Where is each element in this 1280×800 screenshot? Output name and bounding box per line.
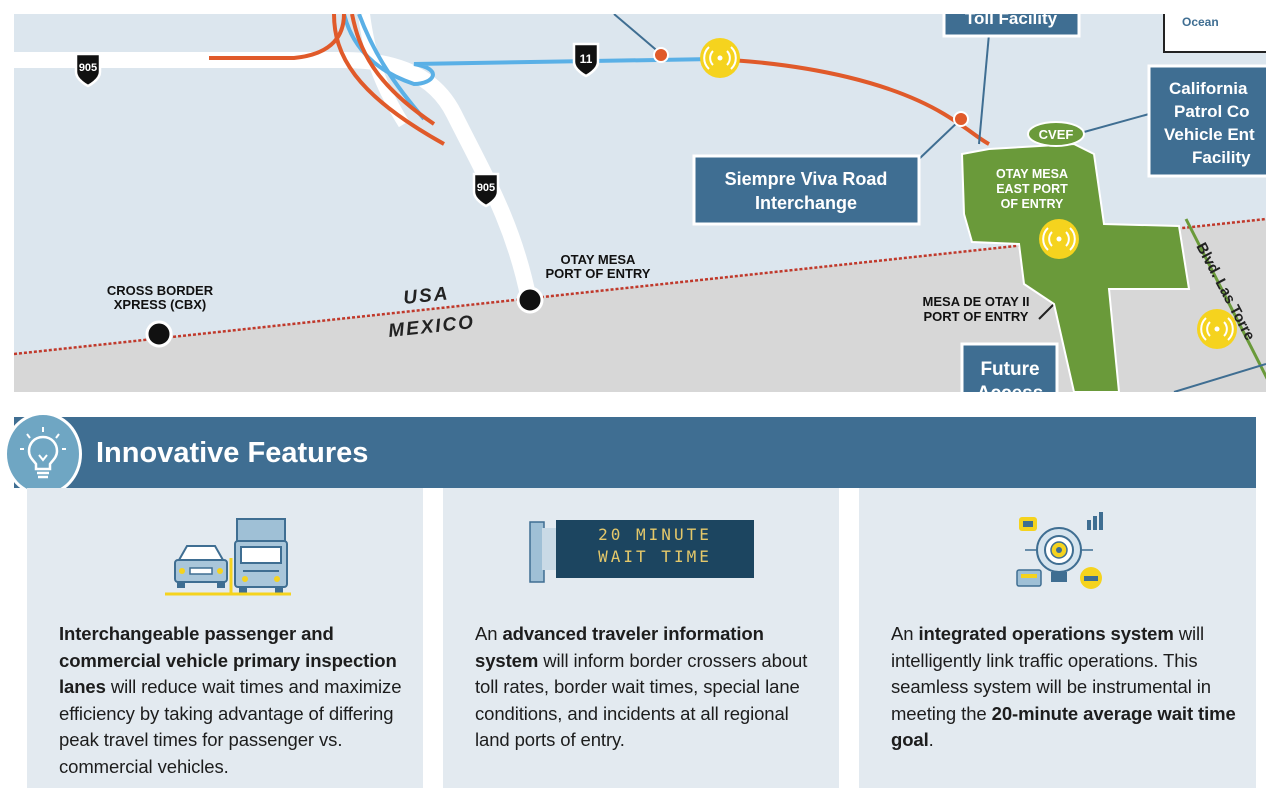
border-map: Ocean Toll Facility California Patrol Co… (14, 14, 1266, 392)
siempre-viva-box (692, 154, 921, 226)
section-banner: Innovative Features (14, 417, 1256, 488)
feature-bold-text: integrated operations system (918, 623, 1174, 644)
route-905-label-west: 905 (79, 62, 97, 74)
chp-label-2: Patrol Co (1174, 102, 1250, 121)
toll-facility-label: Toll Facility (965, 14, 1058, 28)
future-access-label-1: Future (980, 359, 1039, 380)
otay-mesa-east-label-2: EAST PORT (996, 182, 1068, 196)
sign-line-2: WAIT TIME (598, 547, 712, 566)
sr11-route (713, 57, 990, 146)
feature-text-traveler-info: An advanced traveler information system … (475, 621, 819, 754)
section-title: Innovative Features (96, 437, 369, 469)
route-905-shield-west: 905 (74, 52, 102, 88)
feature-bold-text: 20-minute average wait time goal (891, 702, 1236, 751)
chp-label-4: Facility (1192, 148, 1251, 167)
otay-mesa-poe-label-1: OTAY MESA (561, 252, 637, 267)
cbx-dot (145, 320, 173, 348)
route-905-label-south: 905 (477, 182, 495, 194)
feature-text: An (475, 623, 503, 644)
feature-card-traveler-info: 20 MINUTE WAIT TIME An advanced traveler… (443, 488, 839, 788)
lightbulb-icon (4, 412, 82, 496)
ocean-label: Ocean (1182, 15, 1219, 29)
mesa-de-otay-label-1: MESA DE OTAY II (923, 294, 1030, 309)
sign-text: 20 MINUTE WAIT TIME (556, 524, 754, 568)
message-sign-icon: 20 MINUTE WAIT TIME (528, 518, 758, 593)
blvd-las-torres-road (1184, 218, 1266, 380)
route-11-shield: 11 (572, 42, 600, 78)
sign-line-1: 20 MINUTE (598, 525, 712, 544)
integrated-operations-icon (1011, 512, 1107, 607)
future-access-box (960, 342, 1059, 392)
toll-leader-line (613, 14, 662, 55)
feature-bold-text: Interchangeable passenger and commercial… (59, 623, 397, 697)
feature-text: will intelligently link traffic operatio… (891, 623, 1211, 724)
chp-label-1: California (1169, 79, 1248, 98)
route-905-shield-south: 905 (472, 172, 500, 208)
sr11-ramp-south-2 (350, 14, 436, 126)
usa-label: USA (402, 283, 450, 309)
car-truck-icon (165, 516, 291, 603)
route-11-label: 11 (580, 52, 593, 66)
feature-text: will reduce wait times and maximize effi… (59, 676, 402, 777)
feature-card-inspection-lanes: Interchangeable passenger and commercial… (27, 488, 423, 788)
wireless-sensor-icon (700, 38, 740, 78)
future-access-leader (1173, 363, 1266, 392)
toll-facility-box (942, 14, 1081, 38)
feature-text: . (928, 729, 934, 750)
chp-box (1147, 64, 1266, 178)
cvef-pill (1027, 121, 1085, 147)
cbx-label-2: XPRESS (CBX) (114, 297, 206, 312)
toll-facility-leader-line (978, 33, 990, 145)
cvef-leader-line (1083, 113, 1150, 133)
feature-text: An (891, 623, 919, 644)
feature-card-integrated-operations: An integrated operations system will int… (859, 488, 1256, 788)
chp-label-3: Vehicle Ent (1164, 125, 1255, 144)
siempre-viva-label-2: Interchange (755, 193, 857, 213)
cvef-label: CVEF (1039, 127, 1074, 142)
feature-text: will inform border crossers about toll r… (475, 649, 808, 751)
otay-mesa-east-label-1: OTAY MESA (996, 167, 1068, 181)
otay-mesa-east-label-3: OF ENTRY (1001, 197, 1064, 211)
mesa-de-otay-label-2: PORT OF ENTRY (924, 309, 1029, 324)
sr11-ramp-west (209, 14, 346, 60)
siempre-interchange-dot (953, 111, 969, 127)
future-access-label-2: Access (977, 383, 1044, 392)
wireless-sensor-icon (1039, 219, 1079, 259)
otay-mesa-poe-label-2: PORT OF ENTRY (546, 266, 651, 281)
feature-text-integrated-operations: An integrated operations system will int… (891, 621, 1236, 754)
siempre-viva-label-1: Siempre Viva Road (725, 169, 888, 189)
mexico-land (14, 219, 1266, 392)
cbx-label-1: CROSS BORDER (107, 283, 214, 298)
otay-mesa-east-port (960, 142, 1191, 392)
otay-mesa-poe-dot (516, 286, 544, 314)
sr11-connector (342, 14, 715, 87)
ocean-inset (1163, 14, 1266, 53)
interchange-dot (653, 47, 669, 63)
feature-bold-text: advanced traveler information system (475, 623, 764, 671)
siempre-leader-line (918, 118, 962, 160)
feature-text-inspection-lanes: Interchangeable passenger and commercial… (59, 621, 403, 780)
sr11-ramp-south (332, 14, 445, 146)
wireless-sensor-icon (1197, 309, 1237, 349)
